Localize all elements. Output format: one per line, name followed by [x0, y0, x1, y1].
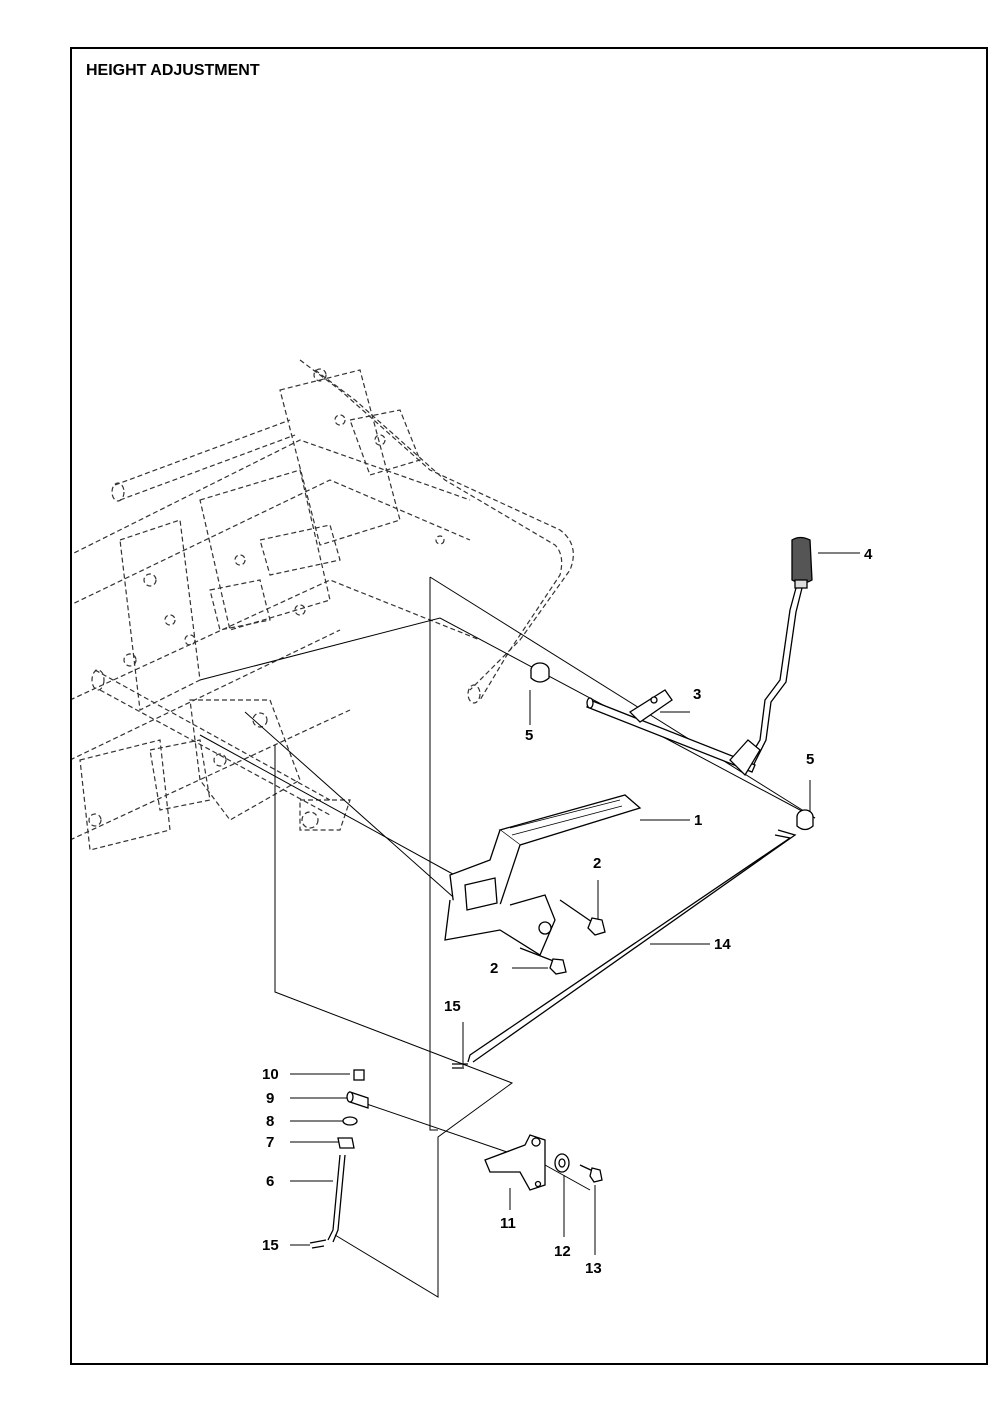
- callout-14: 14: [714, 936, 731, 953]
- callout-6: 6: [266, 1173, 274, 1190]
- callout-1: 1: [694, 812, 702, 829]
- knob-part-4: [791, 536, 813, 589]
- washer-part-12: [554, 1153, 570, 1173]
- callout-11: 11: [500, 1215, 516, 1232]
- callout-3: 3: [693, 686, 701, 703]
- page-frame: [70, 47, 988, 1365]
- callout-4: 4: [864, 546, 873, 563]
- washer-part-8: [342, 1116, 358, 1126]
- bushing-part-5a: [530, 662, 550, 683]
- callout-15b: 15: [262, 1237, 279, 1254]
- shaft-part-3: [586, 689, 761, 777]
- parts: [309, 536, 814, 1249]
- lever-rod: [744, 587, 803, 769]
- callout-15a: 15: [444, 998, 461, 1015]
- cap-part-10: [353, 1069, 365, 1081]
- clip-part-15b: [309, 1239, 327, 1249]
- diagram-title: HEIGHT ADJUSTMENT: [86, 62, 260, 79]
- callout-2a: 2: [593, 855, 601, 872]
- rod-part-6: [327, 1154, 346, 1243]
- callout-9: 9: [266, 1090, 274, 1107]
- pin-part-9: [346, 1091, 369, 1109]
- chassis-frame-outline: [72, 359, 574, 851]
- rod-part-14: [467, 829, 797, 1063]
- bolt-part-13: [579, 1164, 603, 1183]
- bolt-part-2a: [559, 899, 606, 936]
- arm-part-11: [484, 1134, 546, 1191]
- callout-12: 12: [554, 1243, 571, 1260]
- callout-5b: 5: [806, 751, 814, 768]
- callout-10: 10: [262, 1066, 279, 1083]
- bracket-part-1: [444, 794, 642, 956]
- callout-13: 13: [585, 1260, 602, 1277]
- callout-7: 7: [266, 1134, 274, 1151]
- callout-2b: 2: [490, 960, 498, 977]
- clip-part-15a: [452, 1063, 468, 1069]
- nut-part-7: [337, 1137, 355, 1149]
- bushing-part-5b: [796, 809, 814, 831]
- callout-5a: 5: [525, 727, 533, 744]
- callout-labels: 4 3 5 5 1 2 14 2 15 10 9 8 7 6 11 15 12 …: [262, 546, 873, 1277]
- bolt-part-2b: [519, 947, 567, 975]
- callout-8: 8: [266, 1113, 274, 1130]
